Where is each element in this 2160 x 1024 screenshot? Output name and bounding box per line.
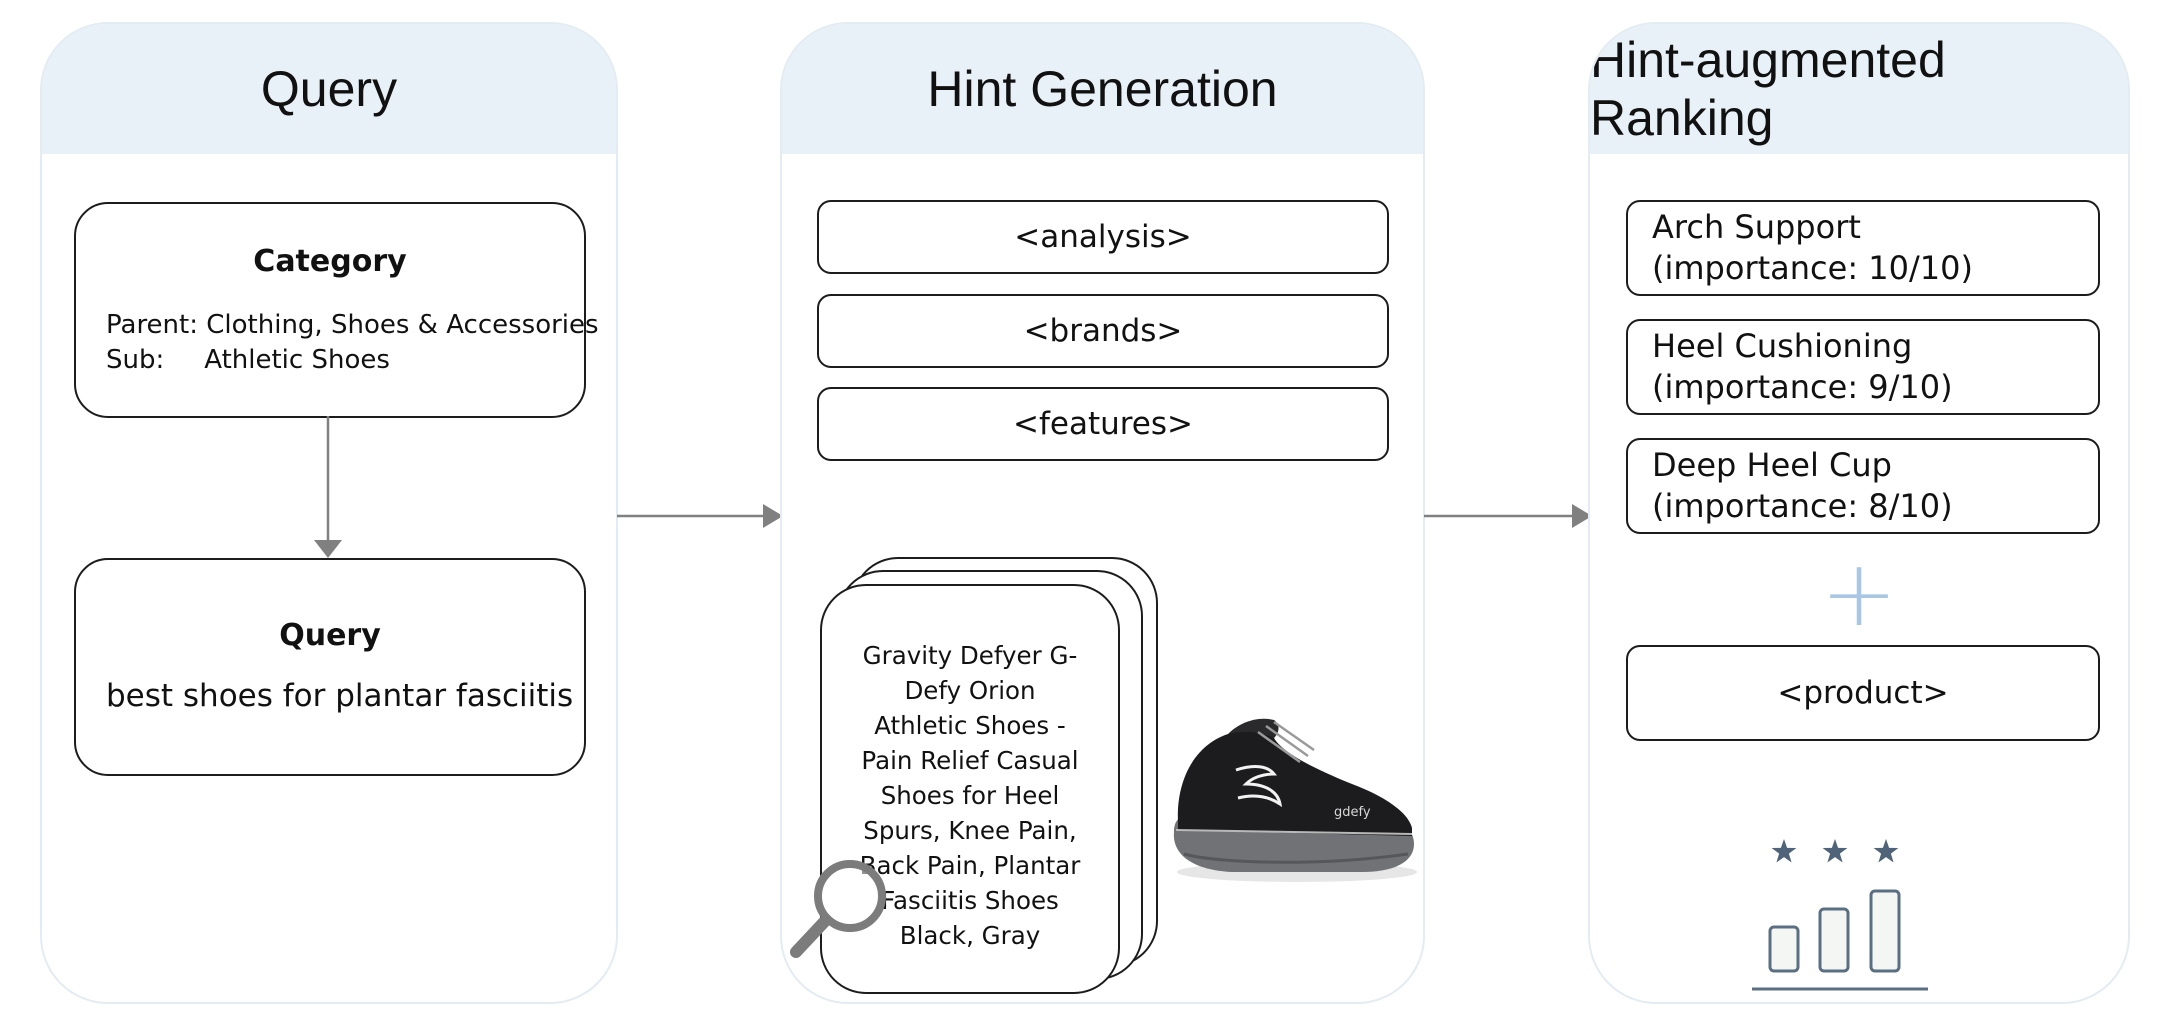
feature-importance: (importance: 9/10): [1652, 368, 1953, 406]
product-title-line: Athletic Shoes -: [874, 711, 1066, 740]
feature-box-arch-support: Arch Support (importance: 10/10): [1626, 200, 2100, 296]
category-to-query-arrow: [314, 416, 342, 558]
analysis-tag: <analysis>: [817, 200, 1389, 274]
query-panel: Query Category Parent: Clothing, Shoes &…: [40, 22, 618, 1004]
sub-label: Sub:: [106, 345, 165, 375]
ranking-panel-title: Hint-augmented Ranking: [1590, 24, 2128, 154]
product-title-line: Fasciitis Shoes: [881, 886, 1059, 915]
query-panel-title: Query: [42, 24, 616, 154]
feature-name: Arch Support: [1652, 208, 1861, 246]
hint-to-ranking-arrow: [1424, 504, 1592, 528]
ranking-chart-icon: [1752, 839, 1928, 991]
category-parent-row: Parent: Clothing, Shoes & Accessories: [106, 310, 599, 340]
parent-label: Parent:: [106, 310, 198, 340]
product-title-line: Pain Relief Casual: [861, 746, 1079, 775]
product-title-line: Shoes for Heel: [880, 781, 1060, 810]
parent-value: Clothing, Shoes & Accessories: [206, 310, 599, 340]
star-icon: [1822, 839, 1848, 863]
product-title-line: Back Pain, Plantar: [859, 851, 1081, 880]
features-tag: <features>: [817, 387, 1389, 461]
product-title-line: Defy Orion: [904, 676, 1036, 705]
product-tag: <product>: [1626, 645, 2100, 741]
query-to-hint-arrow: [617, 504, 783, 528]
category-sub-row: Sub: Athletic Shoes: [106, 345, 390, 375]
feature-name: Heel Cushioning: [1652, 327, 1913, 365]
category-box: Category Parent: Clothing, Shoes & Acces…: [74, 202, 599, 418]
magnifier-icon: [790, 860, 886, 958]
feature-box-heel-cushioning: Heel Cushioning (importance: 9/10): [1626, 319, 2100, 415]
product-title-line: Black, Gray: [899, 921, 1041, 950]
query-heading: Query: [279, 618, 381, 653]
feature-importance: (importance: 10/10): [1652, 249, 1973, 287]
feature-importance: (importance: 8/10): [1652, 487, 1953, 525]
sub-value: Athletic Shoes: [204, 345, 390, 375]
product-title-line: Spurs, Knee Pain,: [863, 816, 1077, 845]
query-text: best shoes for plantar fasciitis: [106, 678, 574, 714]
product-title-line: Gravity Defyer G-: [862, 641, 1078, 670]
query-box: Query best shoes for plantar fasciitis: [74, 558, 586, 776]
plus-symbol: +: [1820, 540, 1898, 647]
star-icon: [1873, 839, 1899, 863]
shoe-image: gdefy: [1173, 718, 1417, 882]
ranking-panel: Hint-augmented Ranking Arch Support (imp…: [1588, 22, 2130, 1004]
shoe-logo-text: gdefy: [1334, 805, 1371, 820]
feature-name: Deep Heel Cup: [1652, 446, 1892, 484]
product-title: Gravity Defyer G- Defy Orion Athletic Sh…: [822, 638, 1118, 953]
brands-tag: <brands>: [817, 294, 1389, 368]
feature-box-deep-heel-cup: Deep Heel Cup (importance: 8/10): [1626, 438, 2100, 534]
star-icon: [1771, 839, 1797, 863]
hint-panel-title: Hint Generation: [782, 24, 1423, 154]
category-heading: Category: [253, 244, 407, 279]
hint-panel: Hint Generation <analysis> <brands> <fea…: [780, 22, 1425, 1004]
